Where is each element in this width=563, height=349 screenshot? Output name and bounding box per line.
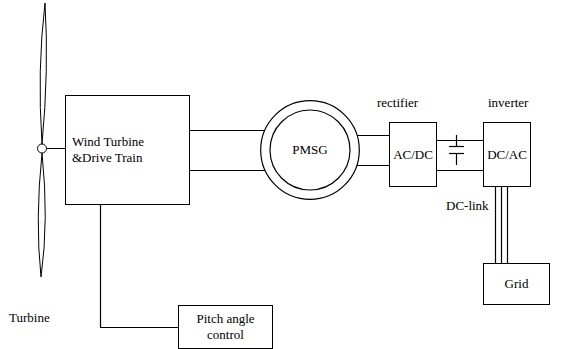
connector-line [190,131,265,171]
dc-link-label: DC-link [445,198,490,214]
node-text: AC/DC [393,147,433,163]
turbine-blade [38,153,45,277]
connector-line [437,141,483,171]
converter-label: inverter [487,95,529,111]
inverter-box: DC/AC [483,122,531,187]
turbine-shaft [46,148,65,149]
node-text: Grid [505,276,529,292]
turbine-blade [40,3,46,144]
generator-circle: PMSG [260,100,360,200]
connector-line [357,136,389,166]
drive-train-box: Wind Turbine &Drive Train [65,95,190,205]
connector-line [496,187,508,263]
node-text: DC/AC [487,147,527,163]
turbine-label: Turbine [8,310,51,326]
connector-line [101,205,179,328]
pitch-control-box: Pitch angle control [178,305,273,349]
turbine-hub [38,144,47,153]
dc-link-capacitor [449,135,464,165]
converter-label: rectifier [376,95,419,111]
node-text: Pitch angle control [186,311,266,342]
node-text: PMSG [292,142,327,158]
grid-box: Grid [483,263,550,305]
node-text: Wind Turbine &Drive Train [72,134,172,165]
rectifier-box: AC/DC [389,122,437,187]
connector-line [190,131,265,171]
